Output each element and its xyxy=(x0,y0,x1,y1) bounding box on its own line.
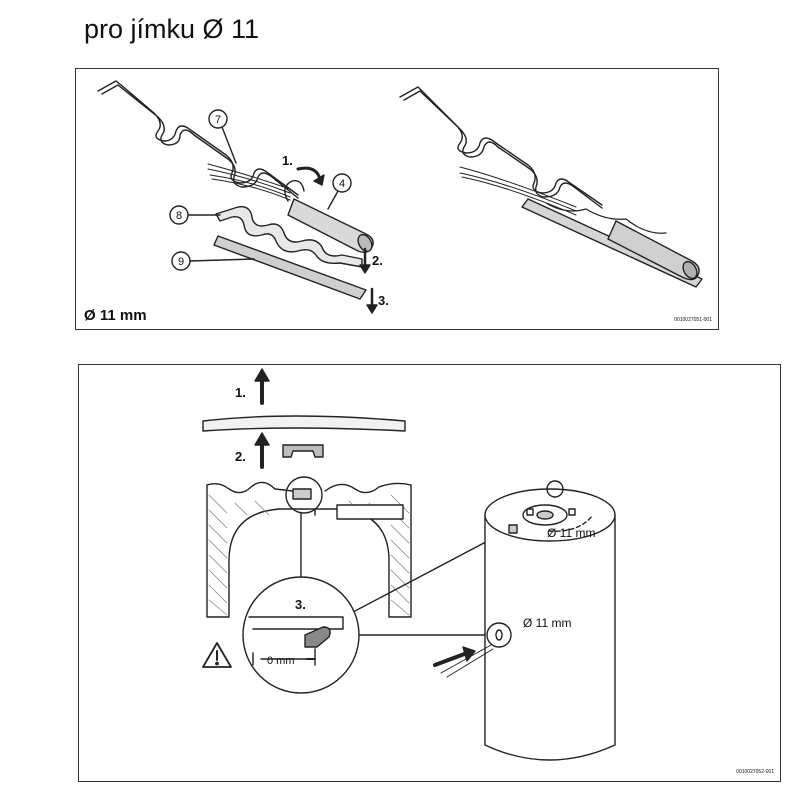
wire-spring-right xyxy=(399,86,603,206)
sensor-assembly-drawing: 1. 2. 3. 4 7 8 9 Ø 11 mm 0010027051-001 xyxy=(84,80,712,324)
gap-label: 0 mm xyxy=(267,655,295,667)
wire-spring-left xyxy=(97,80,299,196)
installation-drawing: 1. 2. 3. 0 mm Ø 11 mm Ø 11 mm 0010027052… xyxy=(202,368,774,775)
fixing-strip xyxy=(213,235,367,300)
step-1-label: 1. xyxy=(235,385,246,400)
diameter-side-label: Ø 11 mm xyxy=(523,616,571,630)
side-sensor-port xyxy=(486,622,512,648)
tank-lid xyxy=(202,415,406,432)
step-3-label: 3. xyxy=(378,293,389,308)
image-code: 0010027052-001 xyxy=(736,769,774,775)
installation-panel: 1. 2. 3. 0 mm Ø 11 mm Ø 11 mm 0010027052… xyxy=(78,364,781,782)
page-title: pro jímku Ø 11 xyxy=(84,14,260,44)
step-2-label: 2. xyxy=(372,253,383,268)
warning-triangle-icon xyxy=(202,642,232,668)
step-2-label: 2. xyxy=(235,449,246,464)
detail-zoom-circle xyxy=(242,576,360,694)
step-3-label: 3. xyxy=(295,597,306,612)
cap-cover xyxy=(282,444,324,458)
callout-4: 4 xyxy=(339,178,345,190)
callout-7: 7 xyxy=(215,114,221,126)
callout-8: 8 xyxy=(176,210,182,222)
diameter-label: Ø 11 mm xyxy=(84,307,147,324)
step-1-label: 1. xyxy=(282,153,293,168)
diameter-top-label: Ø 11 mm xyxy=(547,526,595,540)
sensor-assembly-panel: 1. 2. 3. 4 7 8 9 Ø 11 mm 0010027051-001 xyxy=(75,68,719,330)
callout-9: 9 xyxy=(178,256,184,268)
rotate-arrow xyxy=(296,166,322,181)
assembled-sensor xyxy=(607,220,700,281)
storage-tank xyxy=(484,514,616,761)
image-code: 0010027051-001 xyxy=(674,317,712,323)
